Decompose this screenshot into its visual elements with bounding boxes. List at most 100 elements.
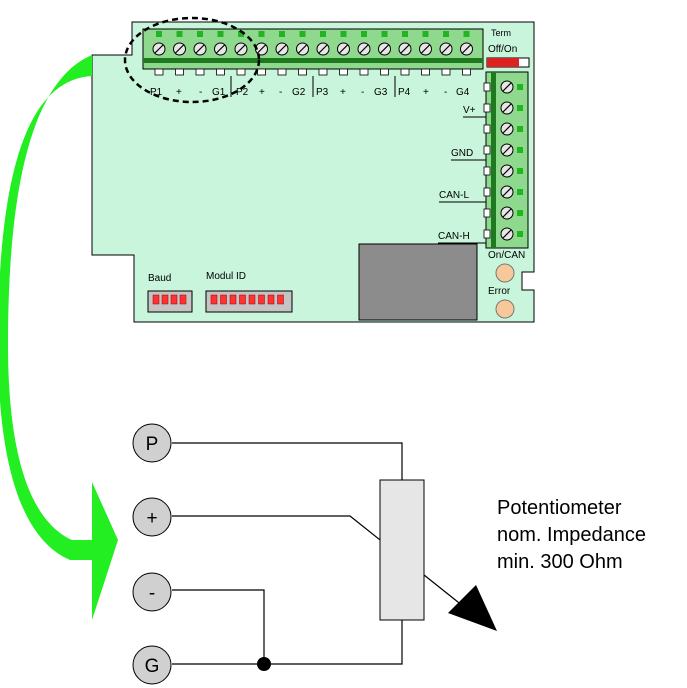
screw-icon — [500, 164, 514, 178]
status-leds: On/CAN Error — [488, 250, 525, 319]
top-pin-marker — [197, 31, 203, 37]
screw-icon — [316, 42, 330, 56]
modul-id-dip-key — [210, 294, 218, 305]
top-terminal-pads — [154, 68, 471, 76]
side-pin-marker — [517, 189, 523, 195]
top-terminal-pad — [400, 68, 410, 76]
side-terminal-pad — [483, 229, 491, 239]
connection-arrow — [0, 55, 118, 620]
screw-slot — [236, 44, 246, 54]
top-pin-marker — [217, 31, 224, 37]
screw-slot — [257, 44, 266, 54]
screw-icon — [500, 80, 514, 94]
side-pin-marker — [517, 84, 523, 90]
screw-slot — [359, 44, 369, 54]
screw-slot — [318, 44, 328, 54]
term-label: Term — [491, 28, 511, 38]
screw-icon — [419, 42, 432, 56]
terminal-p: P — [132, 423, 172, 463]
screw-slot — [502, 124, 512, 134]
side-label-underlines — [438, 112, 487, 248]
top-terminal-bar — [143, 58, 483, 63]
top-pin-marker — [176, 31, 183, 37]
screw-slot — [277, 44, 287, 54]
label-p3: P3 — [316, 87, 329, 98]
modul-id-dip-key — [229, 294, 237, 305]
top-terminal-pad — [154, 68, 164, 76]
side-terminal-pad — [483, 208, 491, 218]
description-line-3: min. 300 Ohm — [497, 551, 623, 573]
label-g1: G1 — [212, 87, 226, 98]
label-can-l: CAN-L — [439, 190, 469, 201]
side-pin-marker — [517, 210, 523, 216]
led-on-can — [495, 263, 515, 283]
top-pin-marker — [320, 31, 326, 37]
side-terminal-pad — [483, 82, 491, 92]
side-terminal-pad — [483, 187, 491, 197]
wiper-arrowhead — [448, 585, 497, 631]
terminal-minus-label: - — [149, 583, 155, 604]
screw-slot — [502, 208, 512, 218]
top-terminal-pad — [318, 68, 328, 76]
label-can-h: CAN-H — [438, 231, 470, 242]
screw-icon — [214, 42, 227, 56]
terminal-minus: - — [132, 572, 172, 612]
screw-slot — [154, 44, 164, 54]
label-p4: P4 — [398, 87, 411, 98]
baud-dip-key — [179, 294, 187, 305]
side-terminal-pad — [483, 103, 491, 113]
top-pin-marker — [340, 31, 347, 37]
label-v-plus: V+ — [463, 105, 476, 116]
top-terminal-pad — [380, 68, 389, 76]
junction-dot — [257, 657, 271, 671]
potentiometer-description: Potentiometer nom. Impedance min. 300 Oh… — [497, 497, 646, 573]
top-pin-marker — [156, 31, 162, 37]
screw-slot — [502, 187, 512, 197]
top-pin-marker — [381, 31, 388, 37]
top-terminal-pad — [216, 68, 225, 76]
description-line-1: Potentiometer — [497, 497, 622, 519]
top-pin-marker — [238, 31, 244, 37]
label-minus-2: - — [279, 87, 282, 98]
side-terminal-bar — [491, 72, 496, 248]
screw-icon — [439, 42, 453, 56]
terminal-g: G — [132, 645, 172, 685]
screw-slot — [462, 44, 471, 54]
screw-icon — [152, 42, 166, 56]
screw-icon — [193, 42, 207, 56]
screw-slot — [421, 44, 430, 54]
top-terminal-pad — [339, 68, 348, 76]
label-minus-4: - — [444, 87, 447, 98]
screw-icon — [460, 42, 473, 56]
baud-label: Baud — [148, 273, 171, 284]
circuit-wires — [172, 442, 479, 665]
screw-icon — [500, 227, 514, 241]
term-switch-slider — [487, 58, 519, 67]
screw-slot — [380, 44, 389, 54]
screw-icon — [296, 42, 309, 56]
side-terminal-labels: V+ GND CAN-L CAN-H — [438, 105, 487, 248]
led-error-label: Error — [488, 286, 511, 297]
top-pin-marker — [361, 31, 367, 37]
screw-slot — [502, 103, 512, 113]
modul-id-dip-key — [248, 294, 256, 305]
side-pin-marker — [517, 168, 523, 174]
top-terminal-pad — [257, 68, 266, 76]
label-p2: P2 — [236, 87, 249, 98]
label-g2: G2 — [292, 87, 306, 98]
screw-icon — [500, 122, 514, 136]
side-terminal-block — [483, 71, 529, 249]
terminal-p-label: P — [146, 434, 159, 455]
dip-switches: Baud Modul ID — [147, 271, 293, 313]
top-terminal-pad — [195, 68, 205, 76]
screw-icon — [500, 206, 514, 220]
top-terminal-screws — [152, 42, 473, 56]
screw-icon — [173, 42, 186, 56]
top-pin-marker — [279, 31, 285, 37]
modul-id-dip-key — [239, 294, 246, 305]
dip-switch-keys — [152, 294, 284, 305]
modul-id-dip-key — [267, 294, 275, 305]
top-pin-marker — [463, 31, 470, 37]
modul-id-dip-key — [277, 294, 284, 305]
